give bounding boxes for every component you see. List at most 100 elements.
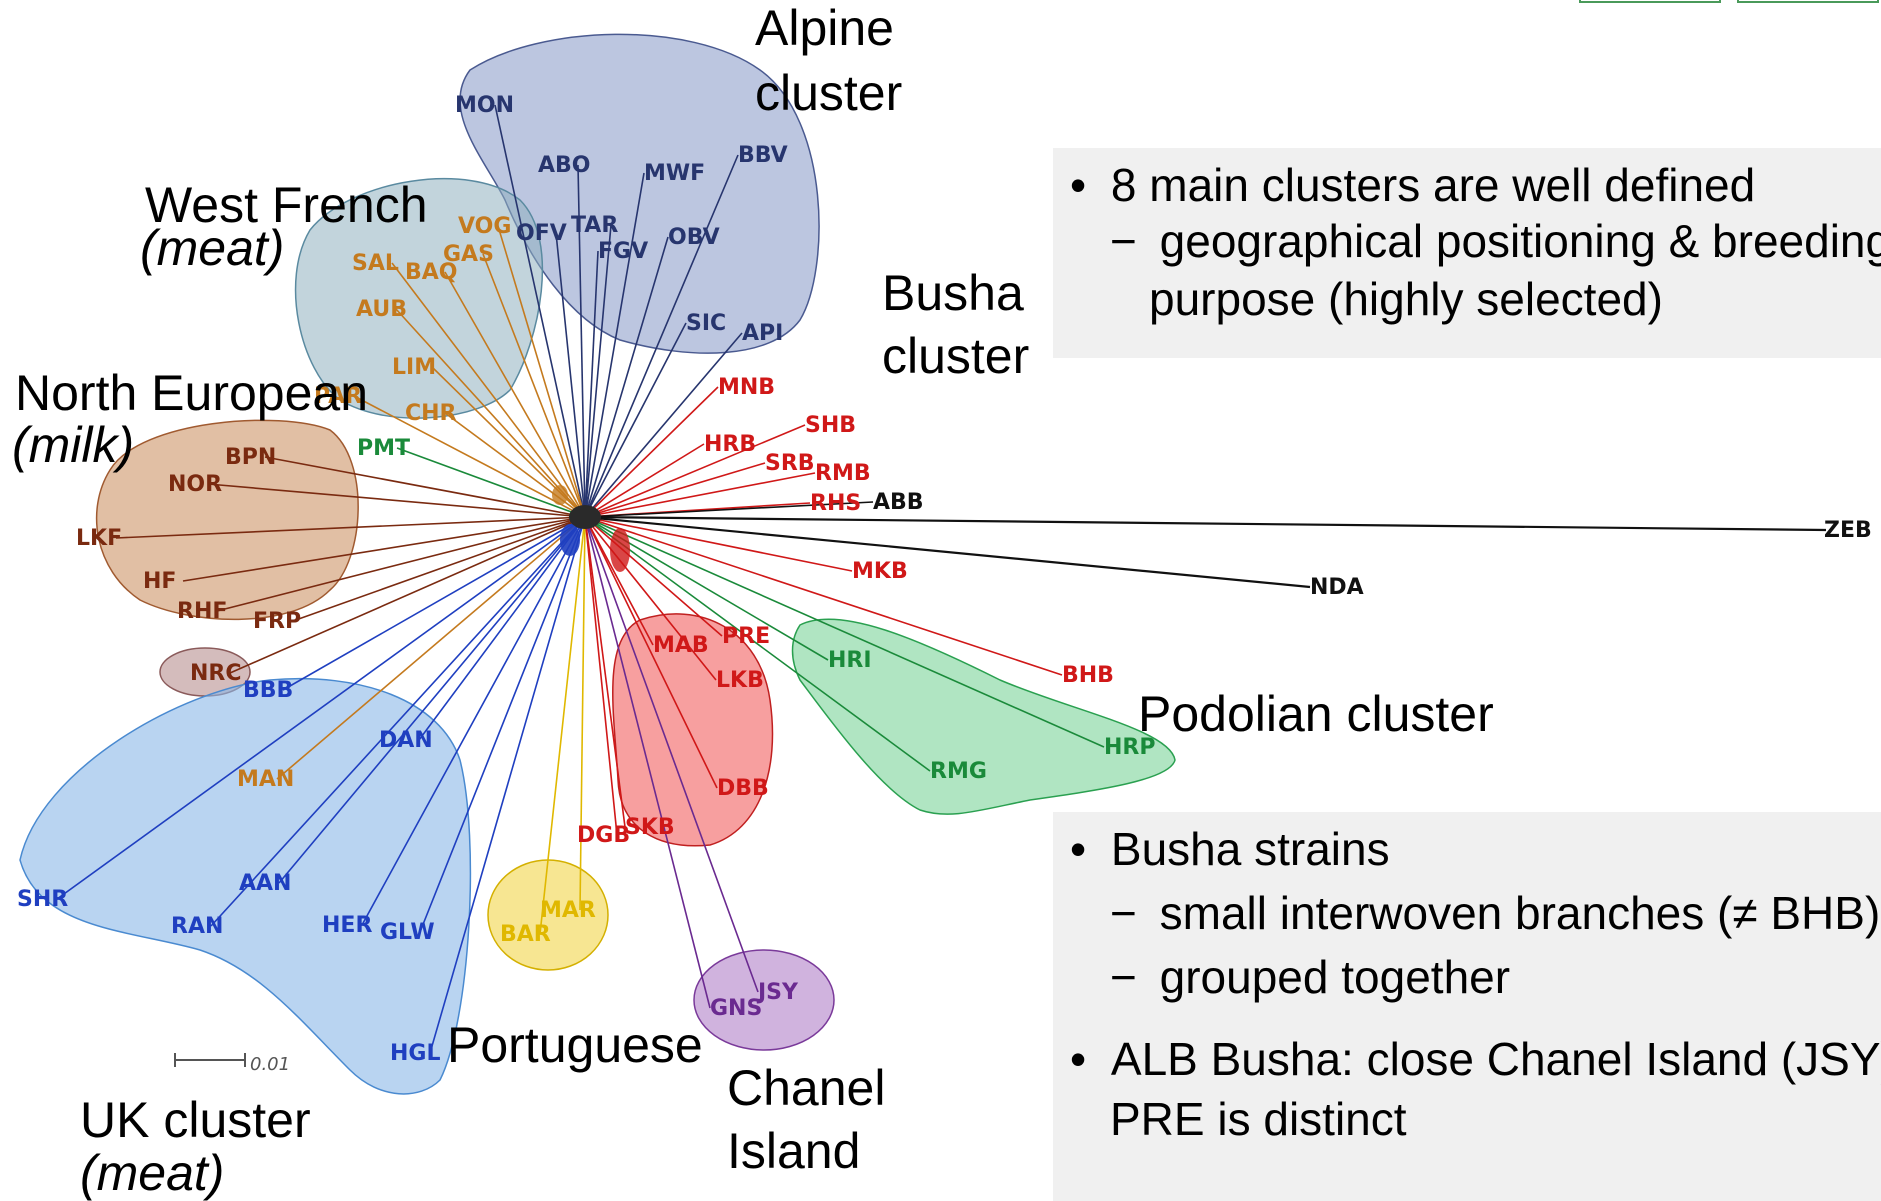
uk-label: UK cluster [80,1092,311,1148]
alpine-label-line1: Alpine [755,0,894,56]
leaf-srb: SRB [765,451,815,476]
leaf-bbv: BBV [738,143,788,168]
dash-icon: − [1110,887,1137,939]
cluster-labels: Alpine cluster West French (meat) North … [12,0,1494,1201]
leaf-aub: AUB [356,297,407,322]
leaf-obv: OBV [668,225,720,250]
branch-nrc [229,516,586,674]
west-french-purpose: (meat) [140,220,284,276]
notes-bottom-sub2-row: − grouped together [1110,950,1510,1004]
leaf-ran: RAN [171,914,223,939]
notes-top-sub1-row: − geographical positioning & breeding [1110,214,1881,268]
leaf-dbb: DBB [717,776,769,801]
branch-skb [584,516,626,828]
leaf-her: HER [322,913,372,938]
scale-bar: 0.01 [174,1053,290,1075]
branch-rhf [216,516,586,612]
notes-bottom-point2b-row: PRE is distinct [1110,1092,1407,1146]
leaf-shb: SHB [805,413,856,438]
branch-bhb [584,516,1063,676]
branch-pre [584,516,723,637]
busha-label-line2: cluster [882,328,1029,384]
branch-nor [207,483,586,518]
leaf-gas: GAS [443,242,494,267]
leaf-api: API [742,321,783,346]
branch-mar [579,516,586,911]
leaf-sal: SAL [352,251,399,276]
leaf-vog: VOG [458,214,511,239]
branch-fgv [584,250,599,518]
branch-aub [395,308,586,518]
branch-lines [56,104,1827,1054]
leaf-lkb: LKB [716,668,764,693]
branch-jsy [584,516,759,993]
branch-gas [482,253,586,518]
leaf-rmb: RMB [815,461,871,486]
notes-bottom-point1-row: • Busha strains [1070,822,1390,876]
notes-top-row: • 8 main clusters are well defined [1070,158,1755,212]
branch-bbv [584,154,739,518]
red-hull [612,613,774,847]
alpine-label-line2: cluster [755,65,902,121]
north-european-purpose: (milk) [12,417,134,473]
leaf-rmg: RMG [930,759,987,784]
branch-hf [182,516,586,582]
branch-shr [56,516,586,900]
scale-bar-label: 0.01 [250,1054,290,1075]
branch-sic [584,322,687,518]
branch-zeb [584,515,1827,532]
branch-nda [584,515,1311,589]
branch-glw [419,516,586,933]
leaf-rhf: RHF [177,599,227,624]
leaf-abb: ABB [873,490,924,515]
leaf-pre: PRE [722,624,770,649]
notes-panel-bottom: • Busha strains − small interwoven branc… [1053,812,1881,1201]
branch-abo [577,164,586,518]
leaf-mnb: MNB [718,375,775,400]
branch-dgb [584,516,618,836]
notes-bottom-point2: ALB Busha: close Chanel Island (JSY) = [1110,1033,1881,1085]
leaf-lkf: LKF [76,526,122,551]
leaf-dan: DAN [379,728,433,753]
leaf-mab: MAB [653,633,709,658]
leaf-hrp: HRP [1104,735,1155,760]
branch-par [353,395,586,518]
notes-bottom-point1: Busha strains [1110,823,1390,875]
branch-hrp [584,516,1105,748]
branch-sal [391,262,586,518]
notes-top-sub2: purpose (highly selected) [1149,273,1663,325]
branch-rmb [584,472,816,518]
leaf-mwf: MWF [644,161,705,186]
branch-hrb [584,443,705,518]
leaf-gns: GNS [710,996,762,1021]
branch-mnb [584,386,719,518]
branch-pmt [396,447,586,518]
branch-frp [292,516,586,622]
dash-icon: − [1110,215,1137,267]
branch-mwf [584,172,645,518]
leaf-pmt: PMT [357,436,410,461]
west-french-label: West French [145,177,428,233]
leaf-fgv: FGV [598,239,648,264]
leaf-zeb: ZEB [1824,518,1872,543]
top-right-fragments [1579,0,1879,3]
notes-bottom-point2-row: • ALB Busha: close Chanel Island (JSY) = [1070,1032,1881,1086]
branch-mkb [584,516,853,572]
leaf-glw: GLW [380,920,435,945]
notes-bottom-sub1: small interwoven branches (≠ BHB) [1159,887,1881,939]
leaf-frp: FRP [253,609,301,634]
branch-mon [494,104,586,518]
branch-her [361,516,586,926]
busha-label-line1: Busha [882,265,1024,321]
notes-panel-top: • 8 main clusters are well defined − geo… [1053,148,1881,358]
leaf-bpn: BPN [225,445,276,470]
chanel-label-line1: Chanel [727,1060,885,1116]
tree-centre [552,485,630,572]
notes-top-point: 8 main clusters are well defined [1110,159,1756,211]
portuguese-label: Portuguese [447,1017,703,1073]
branch-man [276,516,586,780]
bullet-icon: • [1070,823,1087,875]
leaf-hgl: HGL [390,1041,441,1066]
notes-top-sub1: geographical positioning & breeding [1159,215,1881,267]
branch-hgl [429,516,586,1054]
